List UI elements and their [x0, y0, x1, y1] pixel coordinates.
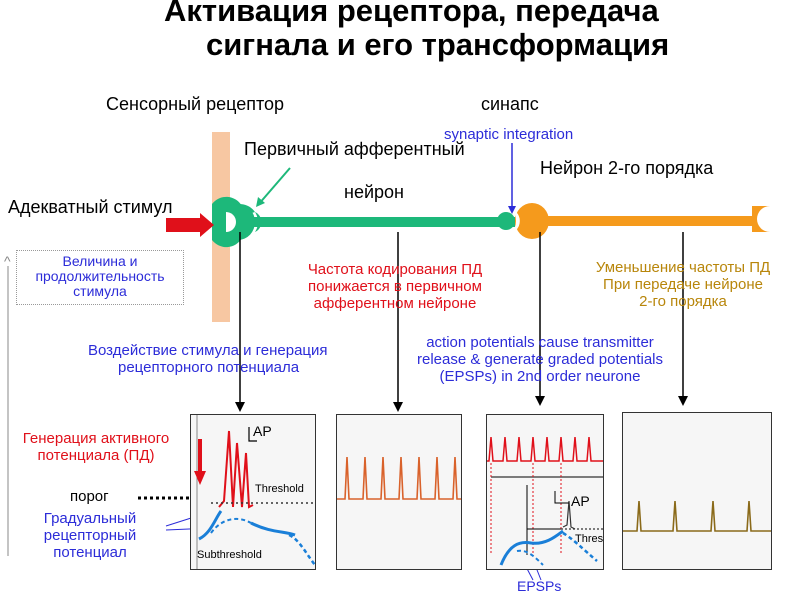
ap-cause-label: action potentials cause transmitter rele… [386, 334, 694, 385]
stimulus-effect-label: Воздействие стимула и генерация рецептор… [88, 342, 328, 376]
synaptic-integration-label: synaptic integration [444, 126, 574, 143]
adequate-stimulus-label: Адекватный стимул [8, 197, 173, 217]
ap-cause-line-3: (EPSPs) in 2nd order neurone [439, 368, 641, 385]
ap-generation-line-1: Генерация активного [22, 430, 170, 447]
primary-afferent-label-2: нейрон [344, 182, 404, 202]
stimulus-arrow [166, 213, 214, 237]
afferent-axon [240, 217, 515, 227]
panel1-subthreshold-label: Subthreshold [197, 549, 262, 561]
afferent-spike-panel [336, 414, 462, 570]
afferent-terminal [497, 212, 515, 230]
panel1-threshold-label: Threshold [255, 483, 304, 495]
panel1-ap-label: AP [253, 423, 272, 439]
panel3-ap-label: AP [571, 493, 590, 509]
coding-line-2: понижается в первичном [308, 278, 482, 295]
receptor-potential-panel: AP Threshold Subthreshold [190, 414, 316, 570]
panel3-threshold-label: Thres [575, 533, 604, 545]
second-order-neuron-label: Нейрон 2-го порядка [540, 158, 714, 178]
slide-title: Активация рецептора, передача сигнала и … [160, 0, 780, 62]
second-order-soma [515, 203, 549, 239]
primary-afferent-label: Первичный афферентный [244, 139, 465, 159]
frequency-decrease-label: Уменьшение частоты ПД При передаче нейро… [570, 259, 796, 310]
decrease-line-3: 2-го порядка [639, 293, 727, 310]
ap-generation-line-2: потенциала (ПД) [37, 447, 155, 464]
epsp-panel: AP Thres [486, 414, 604, 570]
graded-line-1: Градуальный [43, 510, 137, 527]
decrease-line-1: Уменьшение частоты ПД [595, 259, 771, 276]
coding-line-1: Частота кодирования ПД [307, 261, 483, 278]
epsps-label: EPSPs [517, 578, 562, 594]
sensory-receptor-label: Сенсорный рецептор [106, 94, 285, 114]
caret-mark: ^ [4, 253, 11, 269]
second-order-axon [545, 216, 757, 226]
threshold-ru-label: порог [70, 488, 109, 505]
title-line-1: Активация рецептора, передача [164, 0, 659, 28]
second-order-terminal [752, 206, 770, 232]
synapse-label: синапс [481, 94, 539, 114]
stimulus-box-line-3: стимула [73, 283, 127, 299]
decrease-line-2: При передаче нейроне [603, 276, 763, 293]
ap-cause-line-1: action potentials cause transmitter [426, 334, 654, 351]
ap-generation-label: Генерация активного потенциала (ПД) [6, 430, 186, 464]
graded-line-3: потенциал [53, 544, 127, 561]
ap-cause-line-2: release & generate graded potentials [416, 351, 663, 368]
stimulus-box-line-2: продолжительность [35, 268, 165, 284]
graded-potential-label: Градуальный рецепторный потенциал [30, 510, 150, 561]
coding-frequency-label: Частота кодирования ПД понижается в перв… [280, 261, 510, 312]
second-order-spike-panel [622, 412, 772, 570]
stimulus-magnitude-box: Величина и продолжительность стимула [16, 250, 184, 305]
stimulus-effect-line-2: рецепторного потенциала [118, 359, 300, 376]
title-line-2: сигнала и его трансформация [206, 27, 670, 62]
graded-line-2: рецепторный [43, 527, 137, 544]
coding-line-3: афферентном нейроне [313, 295, 477, 312]
stimulus-box-line-1: Величина и [62, 253, 138, 269]
stimulus-effect-line-1: Воздействие стимула и генерация [88, 342, 328, 359]
